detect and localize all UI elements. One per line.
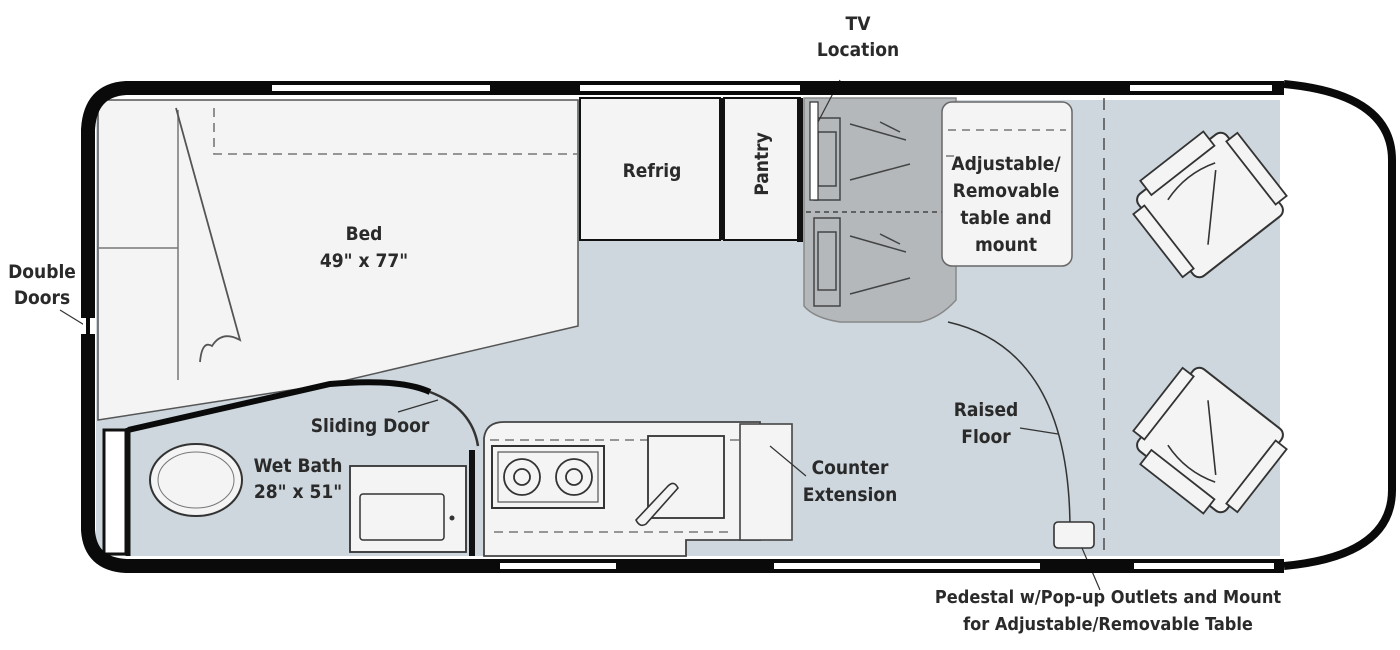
driver-seat (1132, 130, 1288, 279)
cooktop-inner (497, 451, 599, 503)
bed-foldout (175, 107, 242, 363)
windows (272, 85, 1274, 569)
bed-size-label: 49" x 77" (320, 250, 408, 272)
counter-extension (739, 423, 793, 541)
pedestal (1053, 521, 1095, 549)
toilet-rim (157, 451, 235, 509)
bed-dashed-edge (213, 108, 578, 155)
bath-faucet (449, 515, 455, 521)
bed-pillow-line (98, 110, 179, 380)
pantry (723, 97, 801, 241)
passenger-seat (1132, 366, 1288, 515)
bed-label: Bed (346, 223, 383, 245)
raised-floor-curve (947, 321, 1071, 531)
exterior-wall (81, 81, 1284, 573)
bath-sink-basin (359, 493, 445, 541)
pedestal-label-2: for Adjustable/Removable Table (963, 614, 1253, 635)
wet-bath-end-panel (102, 428, 128, 556)
cab-wall (1283, 80, 1396, 570)
refrigerator (579, 97, 721, 241)
raised-floor-label-1: Raised (954, 399, 1019, 421)
pantry-label: Pantry (751, 132, 773, 195)
counter-dashed-edge (490, 439, 740, 533)
cooktop (491, 445, 605, 509)
double-doors-leader (59, 309, 87, 327)
table-label-4: mount (975, 234, 1037, 256)
wet-bath-label: Wet Bath (254, 455, 343, 477)
refrig-label: Refrig (623, 160, 682, 182)
sliding-door-label: Sliding Door (311, 415, 430, 437)
pedestal-label-1: Pedestal w/Pop-up Outlets and Mount (935, 587, 1281, 608)
dinette-bench (803, 97, 957, 323)
burner-right (555, 458, 593, 496)
counter-label-1: Counter (812, 457, 889, 479)
toilet (149, 443, 243, 517)
dinette-seat-icons (806, 117, 950, 307)
raised-floor-leader (1019, 427, 1059, 435)
tv-location-label-1: TV (846, 13, 872, 35)
burner-left (503, 458, 541, 496)
counter-label-2: Extension (803, 484, 898, 506)
counter-extension-leader (769, 445, 807, 477)
adjustable-table (941, 101, 1073, 267)
tv-mount (809, 101, 819, 201)
table-dashes (946, 129, 1066, 157)
sliding-door-arc (429, 390, 480, 447)
table-label-3: table and (960, 207, 1051, 229)
galley-faucet (635, 482, 679, 527)
double-doors-label-2: Doors (14, 287, 70, 309)
sliding-door-leader (397, 399, 439, 413)
double-doors-label-1: Double (8, 261, 76, 283)
wet-bath-wall (127, 379, 432, 433)
wet-bath-size-label: 28" x 51" (254, 481, 342, 503)
table-label-1: Adjustable/ (951, 153, 1061, 175)
tv-location-label-2: Location (817, 39, 899, 61)
cab-front (1284, 88, 1388, 562)
table-label-2: Removable (953, 180, 1060, 202)
raised-floor-label-2: Floor (961, 426, 1011, 448)
